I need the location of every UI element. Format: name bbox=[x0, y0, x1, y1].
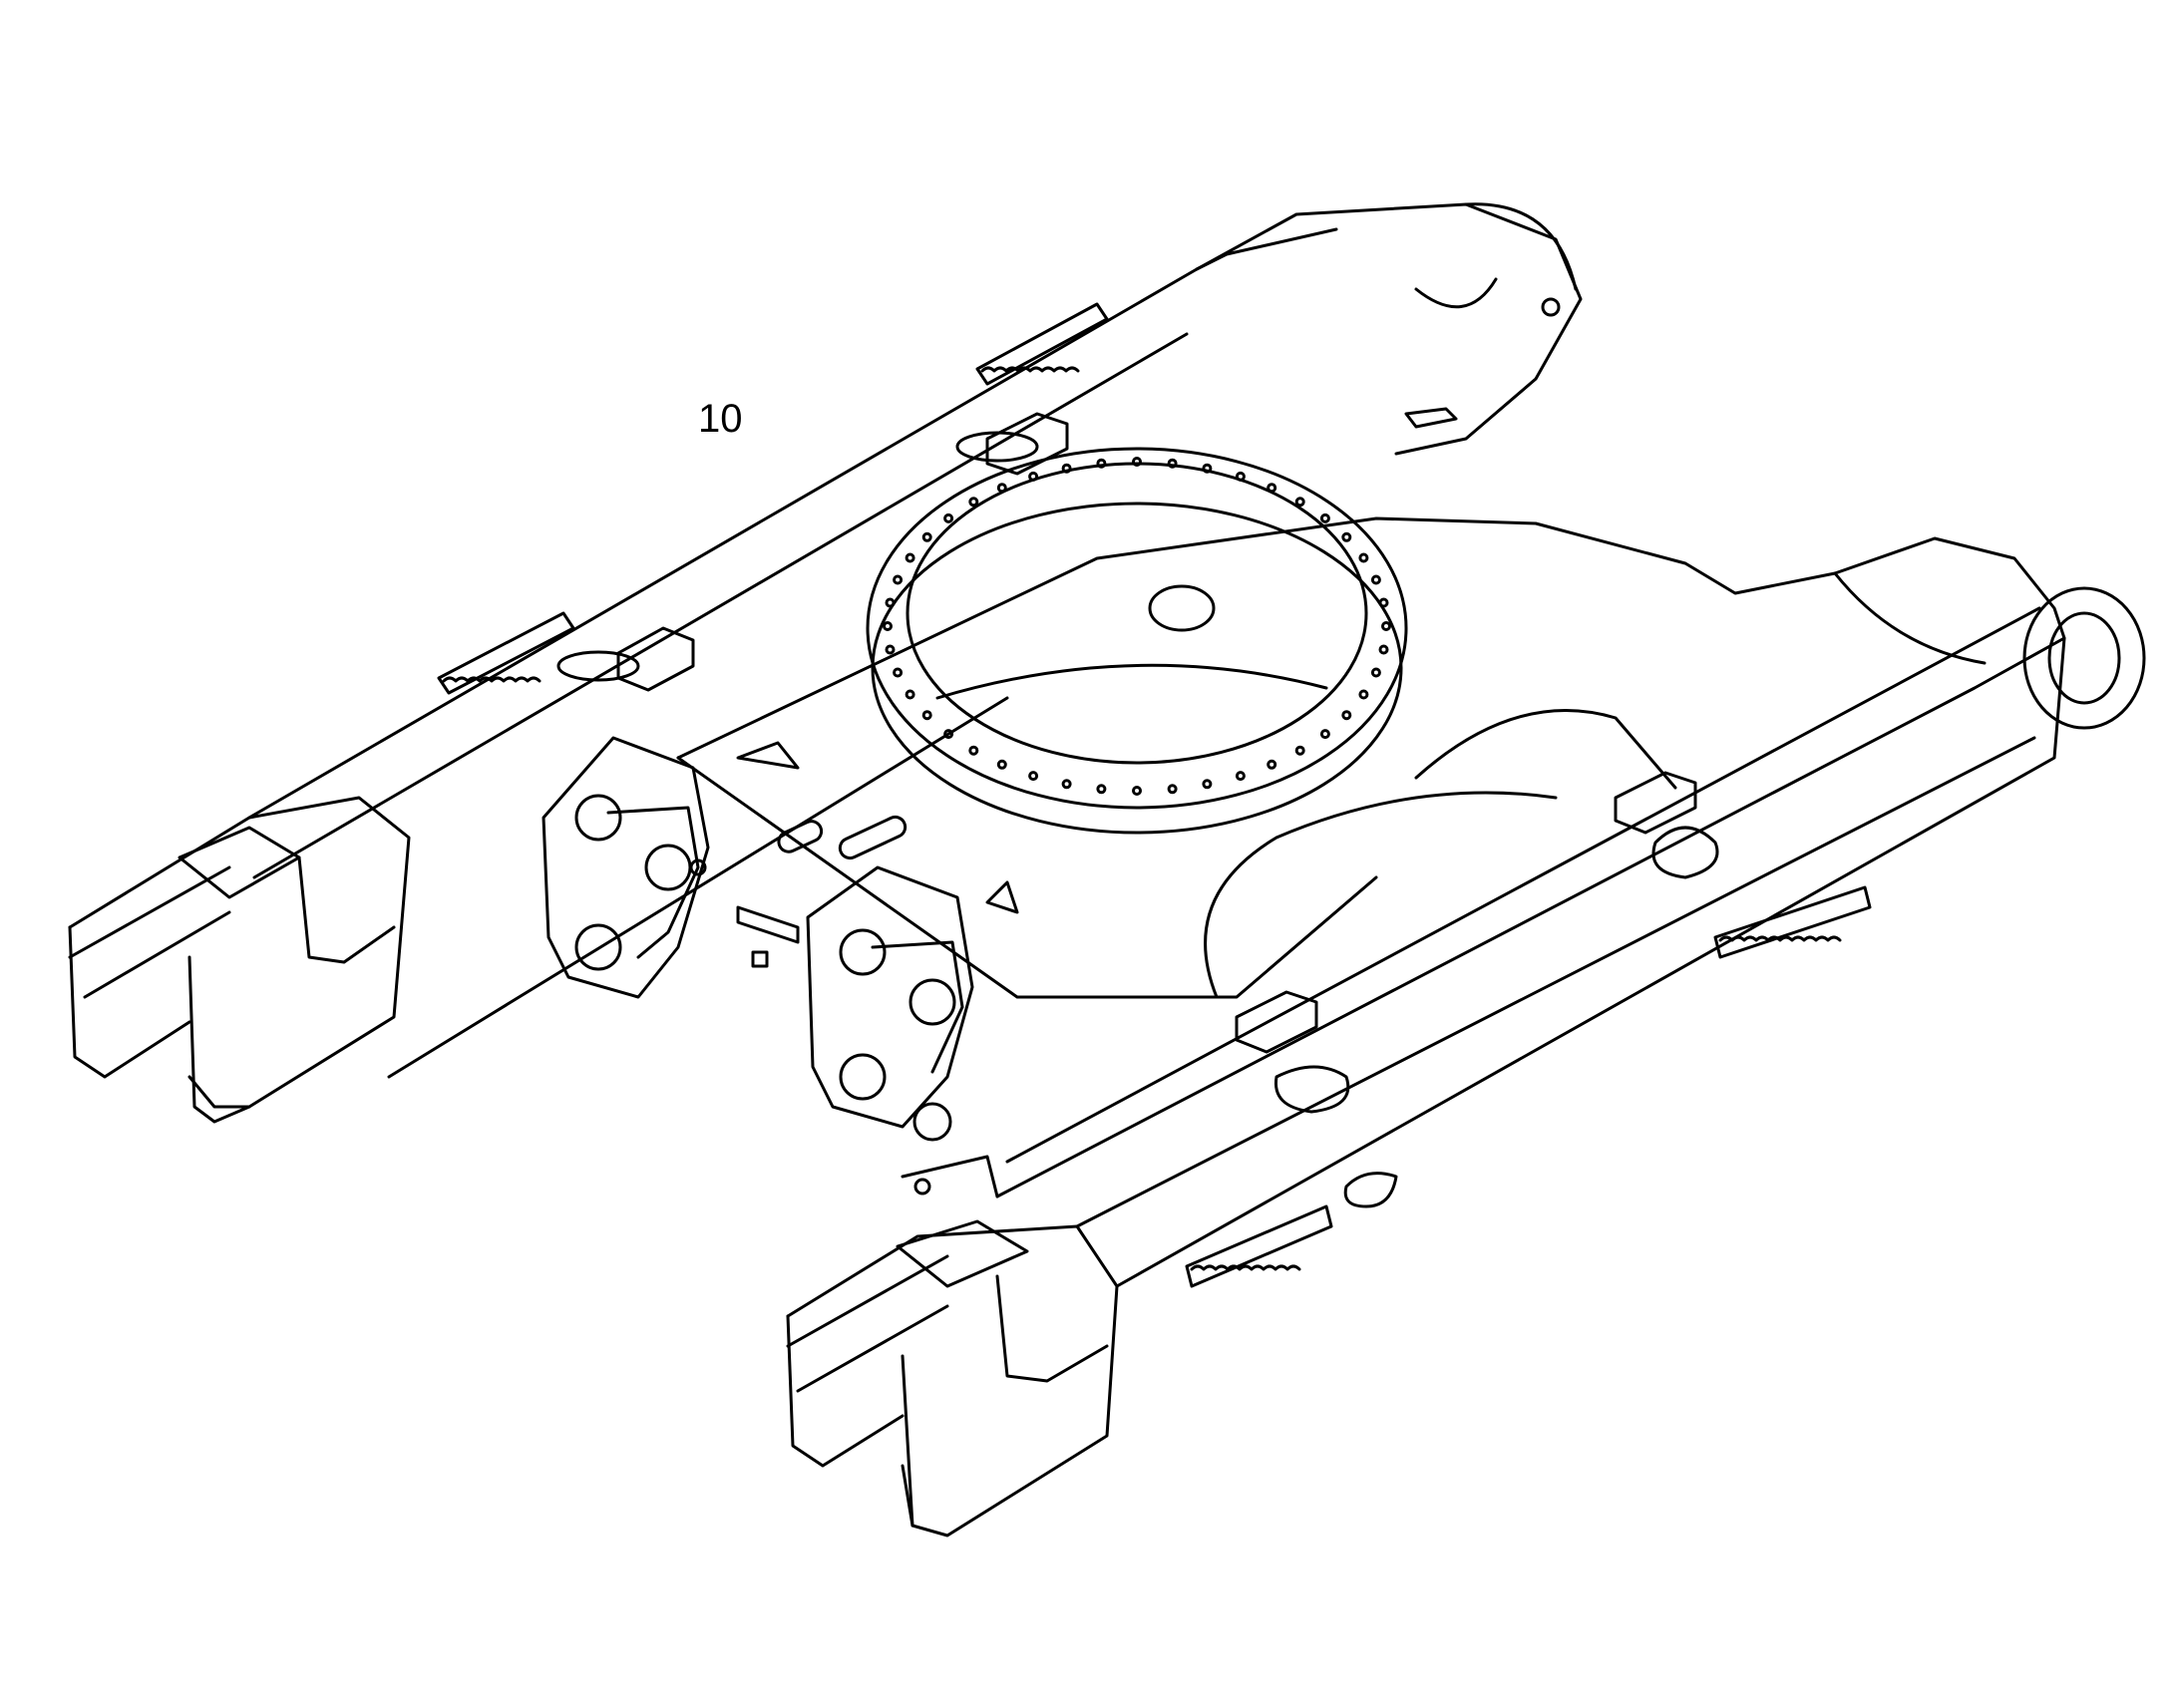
left-front-end bbox=[68, 796, 411, 1124]
right-track-frame bbox=[995, 536, 2146, 1288]
bolt-hole bbox=[1028, 471, 1039, 482]
bolt-hole bbox=[1294, 745, 1305, 756]
bolt-hole bbox=[996, 483, 1007, 494]
bolt-hole bbox=[1378, 644, 1389, 655]
left-track-frame bbox=[247, 202, 1583, 1079]
right-front-end bbox=[786, 1155, 1119, 1537]
bolt-hole bbox=[1294, 497, 1305, 508]
bolt-hole bbox=[1358, 552, 1369, 563]
bolt-hole bbox=[1132, 457, 1142, 467]
bolt-hole bbox=[1028, 771, 1039, 782]
bolt-hole bbox=[885, 597, 896, 608]
bolt-hole bbox=[943, 512, 954, 523]
bolt-hole bbox=[1132, 786, 1142, 796]
bolt-hole bbox=[1370, 667, 1381, 678]
bolt-hole bbox=[921, 531, 932, 542]
bolt-hole bbox=[893, 667, 904, 678]
bolt-hole bbox=[1061, 463, 1072, 474]
bolt-hole bbox=[1235, 471, 1246, 482]
bolt-hole bbox=[1341, 531, 1352, 542]
bolt-hole bbox=[1235, 771, 1246, 782]
bolt-hole bbox=[883, 621, 893, 631]
bolt-hole bbox=[1370, 574, 1381, 585]
bolt-hole bbox=[1381, 621, 1391, 631]
bolt-hole bbox=[1096, 784, 1107, 795]
bolt-hole bbox=[1319, 729, 1330, 740]
bolt-hole bbox=[921, 710, 932, 721]
bolt-hole bbox=[1341, 710, 1352, 721]
bolt-hole bbox=[996, 759, 1007, 770]
bolt-hole bbox=[1167, 784, 1178, 795]
bolt-hole bbox=[1061, 779, 1072, 790]
bolt-hole bbox=[1358, 689, 1369, 700]
bolt-hole bbox=[893, 574, 904, 585]
bolt-hole bbox=[1267, 483, 1277, 494]
bolt-hole bbox=[1378, 597, 1389, 608]
bolt-hole bbox=[1319, 512, 1330, 523]
bolt-hole bbox=[968, 745, 979, 756]
bolt-hole bbox=[1202, 779, 1213, 790]
slewing-ring bbox=[866, 447, 1408, 835]
part-callout-label: 10 bbox=[698, 397, 743, 441]
bolt-hole bbox=[1096, 458, 1107, 469]
bolt-hole bbox=[1267, 759, 1277, 770]
bolt-hole bbox=[905, 689, 915, 700]
bolt-hole bbox=[885, 644, 896, 655]
bolt-hole bbox=[1202, 463, 1213, 474]
bolt-hole bbox=[943, 729, 954, 740]
bolt-hole bbox=[905, 552, 915, 563]
bolt-hole bbox=[968, 497, 979, 508]
center-body bbox=[676, 516, 1837, 999]
blade-brackets bbox=[542, 736, 974, 1142]
bolt-hole bbox=[1167, 458, 1178, 469]
